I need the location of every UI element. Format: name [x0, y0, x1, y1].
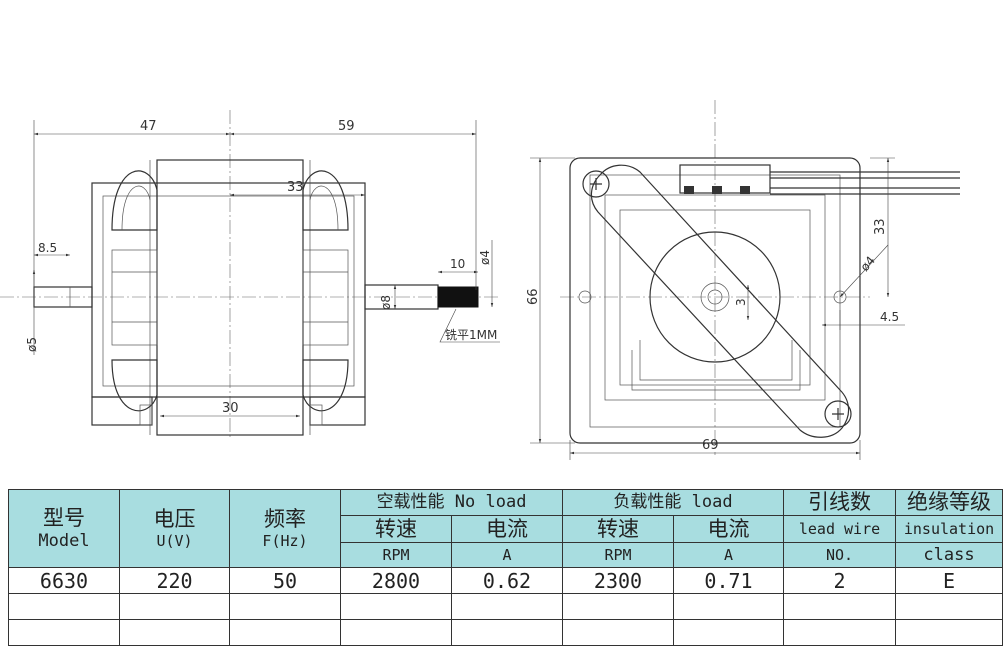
- cell-l-rpm: [562, 619, 675, 646]
- header-nl-amp: A: [450, 542, 564, 568]
- cell-voltage: 220: [119, 567, 230, 594]
- dim-33-right: 33: [873, 218, 888, 235]
- dim-4-5: 4.5: [880, 310, 899, 324]
- dim-dia-5: ø5: [25, 337, 39, 352]
- header-l-speed: 转速: [562, 515, 675, 543]
- table-row: 6630 220 50 2800 0.62 2300 0.71 2 E: [8, 567, 1003, 594]
- dim-33-left: 33: [287, 180, 304, 195]
- header-voltage: 电压 U(V): [119, 489, 230, 568]
- dim-47: 47: [140, 119, 157, 134]
- cell-l-amp: [673, 619, 785, 646]
- header-l-amp: A: [673, 542, 785, 568]
- cell-l-rpm: [562, 593, 675, 620]
- cell-lead: 2: [783, 567, 897, 594]
- cell-model: [8, 619, 120, 646]
- cell-nl-rpm: [340, 619, 452, 646]
- cell-l-rpm: 2300: [562, 567, 675, 594]
- cell-model: [8, 593, 120, 620]
- spec-table: 型号 Model 电压 U(V) 频率 F(Hz) 空载性能 No load 负…: [8, 489, 1003, 646]
- dim-3: 3: [734, 298, 748, 306]
- cell-nl-amp: [450, 619, 564, 646]
- header-l-current: 电流: [673, 515, 785, 543]
- cell-l-amp: 0.71: [673, 567, 785, 594]
- table-row: [8, 619, 1003, 646]
- cell-frequency: [229, 619, 341, 646]
- front-view: 66 69 33 ø4 4.5 3: [526, 100, 960, 460]
- header-no-load: 空载性能 No load: [339, 489, 564, 516]
- dim-69: 69: [702, 438, 719, 453]
- cell-lead: [783, 593, 897, 620]
- cell-insulation: [895, 593, 1003, 620]
- header-insulation-class: class: [895, 542, 1003, 568]
- header-l-rpm: RPM: [562, 542, 675, 568]
- cell-nl-rpm: [340, 593, 452, 620]
- note-flat-1mm: 铣平1MM: [445, 328, 497, 342]
- dim-30: 30: [222, 401, 239, 416]
- dim-59: 59: [338, 119, 355, 134]
- header-nl-speed: 转速: [340, 515, 452, 543]
- cell-nl-amp: [450, 593, 564, 620]
- header-lead-cn: 引线数: [783, 489, 897, 516]
- cell-insulation: [895, 619, 1003, 646]
- header-frequency: 频率 F(Hz): [229, 489, 341, 568]
- dim-dia-4-left: ø4: [478, 250, 492, 265]
- cell-frequency: 50: [229, 567, 341, 594]
- header-insulation-cn: 绝缘等级: [895, 489, 1003, 516]
- header-load: 负载性能 load: [562, 489, 785, 516]
- header-lead-no: NO.: [783, 542, 897, 568]
- dim-dia-4-right: ø4: [858, 253, 878, 273]
- technical-drawing: 47 59 33 8.5 ø5 ø8 10 ø4 30 铣平1MM: [0, 100, 960, 460]
- cell-insulation: E: [895, 567, 1003, 594]
- dim-10: 10: [450, 257, 465, 271]
- cell-l-amp: [673, 593, 785, 620]
- cell-voltage: [119, 593, 230, 620]
- cell-model: 6630: [8, 567, 120, 594]
- dim-66: 66: [526, 288, 541, 305]
- cell-voltage: [119, 619, 230, 646]
- cell-nl-rpm: 2800: [340, 567, 452, 594]
- cell-nl-amp: 0.62: [450, 567, 564, 594]
- header-insulation-en: insulation: [895, 515, 1003, 543]
- header-model: 型号 Model: [8, 489, 120, 568]
- cell-lead: [783, 619, 897, 646]
- cell-frequency: [229, 593, 341, 620]
- header-nl-current: 电流: [450, 515, 564, 543]
- dim-8-5: 8.5: [38, 241, 57, 255]
- dim-dia-8: ø8: [379, 295, 393, 310]
- table-row: [8, 593, 1003, 620]
- header-lead-en: lead wire: [783, 515, 897, 543]
- header-nl-rpm: RPM: [340, 542, 452, 568]
- side-view: 47 59 33 8.5 ø5 ø8 10 ø4 30 铣平1MM: [0, 110, 500, 440]
